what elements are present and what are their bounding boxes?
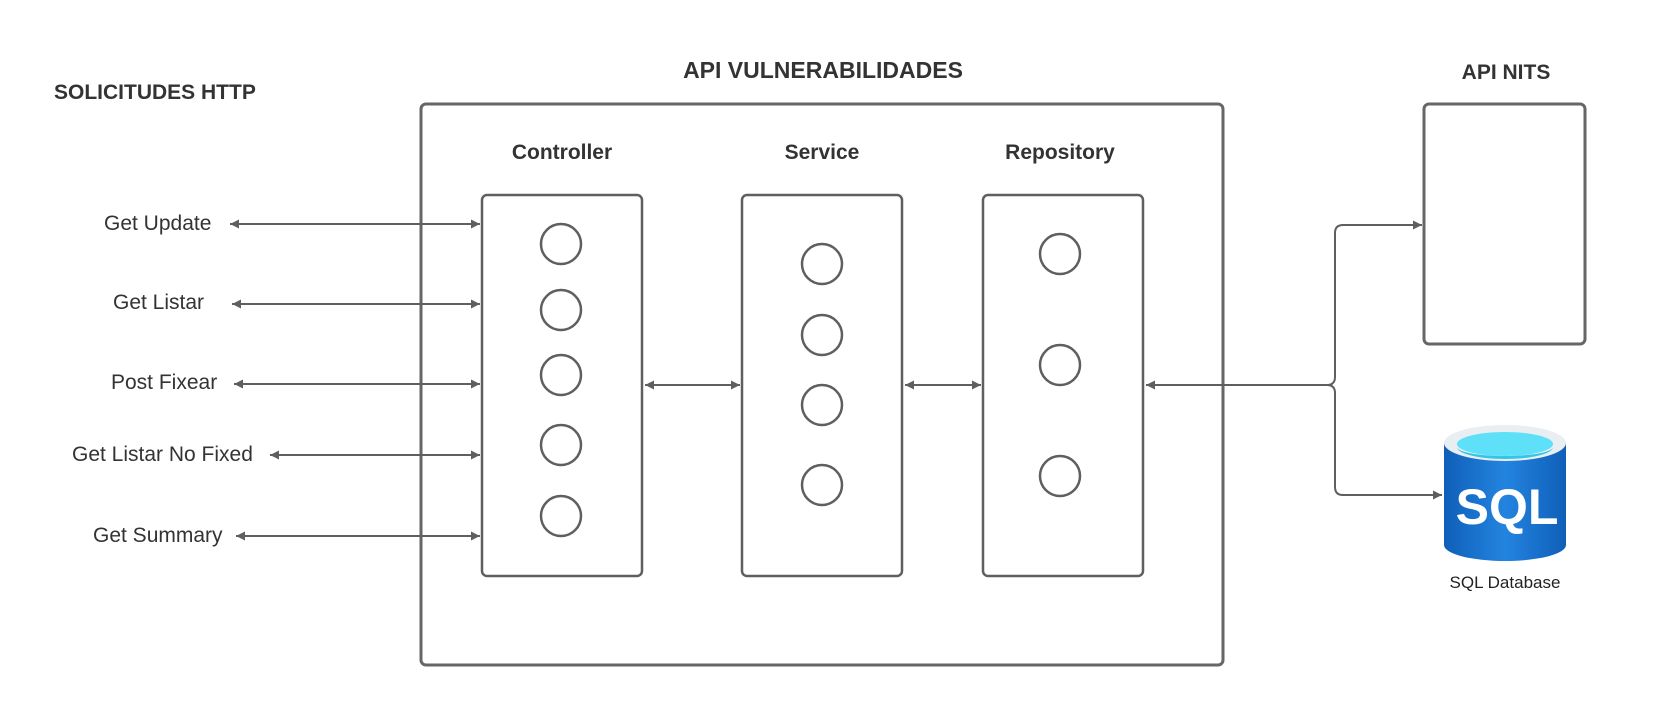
controller-label: Controller	[512, 141, 612, 164]
request-get-listar-no-fixed: Get Listar No Fixed	[72, 443, 253, 466]
controller-node	[539, 288, 583, 332]
nits-heading: API NITS	[1462, 61, 1551, 84]
controller-node	[539, 423, 583, 467]
sql-database-label: SQL Database	[1450, 573, 1561, 592]
service-label: Service	[785, 141, 860, 164]
service-node	[800, 383, 844, 427]
service-node	[800, 463, 844, 507]
request-get-listar: Get Listar	[113, 291, 204, 314]
service-node	[800, 313, 844, 357]
repository-external-connector	[1225, 220, 1422, 386]
sql-database-icon: SQL	[1444, 425, 1566, 561]
api-nits-box	[1422, 102, 1587, 346]
controller-node	[539, 222, 583, 266]
repository-database-connector	[1326, 384, 1442, 500]
controller-node	[539, 353, 583, 397]
repository-node	[1038, 232, 1082, 276]
request-get-summary: Get Summary	[93, 524, 223, 547]
sql-icon-text: SQL	[1456, 479, 1559, 535]
requests-heading: SOLICITUDES HTTP	[54, 81, 256, 104]
api-heading: API VULNERABILIDADES	[683, 57, 963, 83]
controller-node	[539, 494, 583, 538]
request-post-fixear: Post Fixear	[111, 371, 217, 394]
service-node	[800, 242, 844, 286]
repository-label: Repository	[1005, 141, 1115, 164]
repository-node	[1038, 343, 1082, 387]
repository-node	[1038, 454, 1082, 498]
request-get-update: Get Update	[104, 212, 211, 235]
